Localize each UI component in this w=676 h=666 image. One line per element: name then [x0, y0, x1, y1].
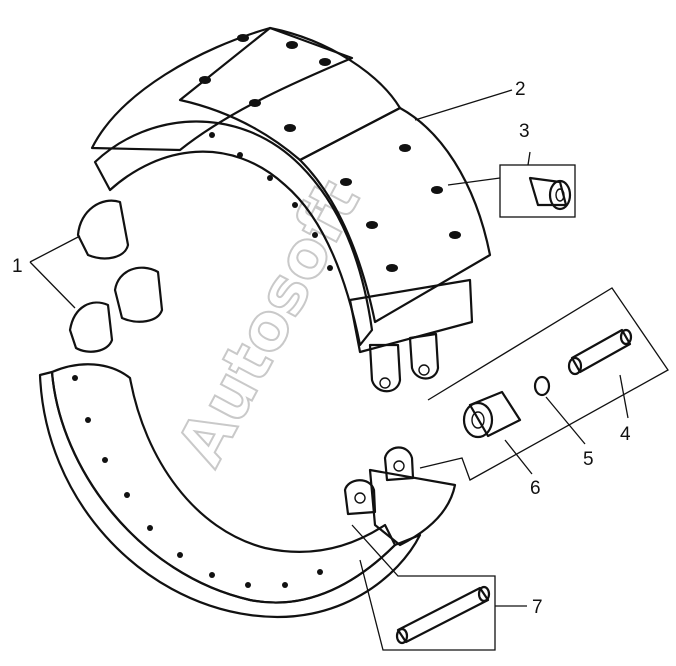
part-5-circlip [533, 375, 551, 397]
part-6-roller [462, 390, 522, 439]
part-4-pin [567, 328, 633, 376]
leader-lines [29, 89, 629, 607]
upper-lining-rivet-holes [199, 34, 461, 272]
lower-brake-shoe [38, 266, 457, 618]
callout-4: 4 [620, 424, 631, 445]
part-7-axle-pin [351, 524, 496, 651]
upper-shoe-rim [93, 120, 374, 347]
upper-lining-middle [178, 26, 402, 162]
upper-lining-rear [90, 26, 354, 152]
lower-anchor-lugs [343, 446, 415, 516]
callout-5: 5 [583, 449, 594, 470]
upper-anchor-lugs [368, 332, 440, 393]
upper-roller-end [76, 199, 130, 260]
callout-1: 1 [12, 256, 23, 277]
upper-rim-rivet-holes [209, 132, 333, 271]
parts-box-4-5-6 [419, 287, 669, 481]
upper-shoe-web [348, 278, 474, 354]
lower-roller-end-left [68, 301, 114, 353]
callout-3: 3 [519, 121, 530, 142]
lower-shoe-web [368, 468, 457, 547]
callout-6: 6 [530, 478, 541, 499]
upper-lining-front [298, 106, 492, 324]
callout-2: 2 [515, 79, 526, 100]
watermark-text: Autosoft [164, 169, 375, 478]
upper-brake-shoe [76, 26, 492, 393]
part-3-rivet [499, 164, 576, 218]
lower-rim-rivet-holes [72, 375, 323, 588]
lower-roller-end-right [113, 266, 164, 323]
lower-shoe-rim [50, 363, 397, 604]
callout-7: 7 [532, 597, 543, 618]
